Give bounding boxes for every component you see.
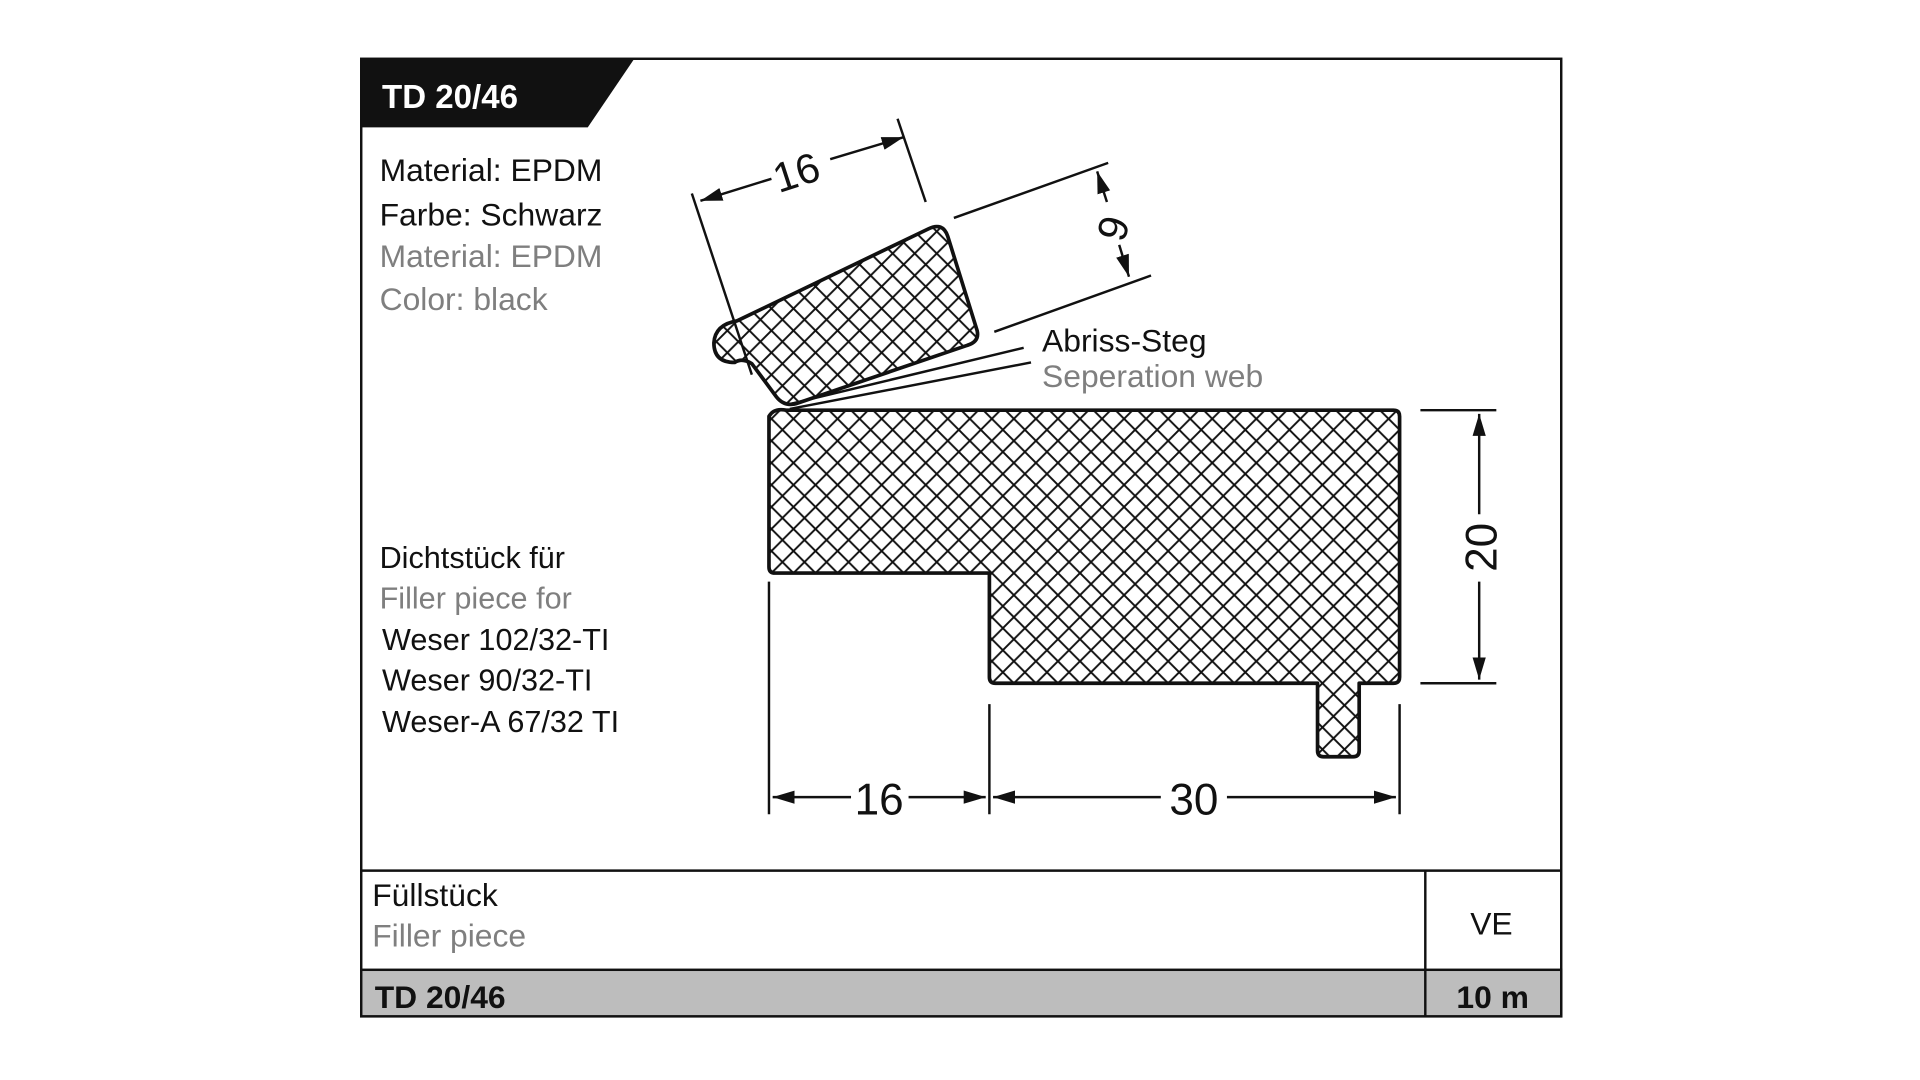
unit-header: VE [1470,905,1512,941]
extension-lines-right [1420,408,1497,685]
leader-line [789,346,1032,411]
extension-lines-6 [953,161,1152,333]
title-tab [361,58,635,128]
profile-upper-flap [712,224,980,407]
unit-value: 10 m [1456,979,1529,1015]
label-en: Seperation web [1042,358,1263,394]
title: TD 20/46 [382,79,518,116]
model-1: Weser 102/32-TI [382,623,609,657]
model-3: Weser-A 67/32 TI [382,705,619,739]
extension-lines-bottom [767,581,1401,815]
dim-line-top-width [700,177,772,202]
model-2: Weser 90/32-TI [382,664,592,698]
extension-lines [690,118,927,376]
label-de: Abriss-Steg [1042,322,1207,358]
dim-height: 20 [1457,523,1506,572]
product-name-de: Füllstück [372,877,498,913]
product-name-en: Filler piece [372,918,526,954]
material-de: Material: EPDM [380,152,603,188]
usage-heading-de: Dichtstück für [380,541,565,575]
dim-line-6a [1095,171,1111,203]
dim-line-6b [1116,244,1131,278]
article-number: TD 20/46 [375,979,506,1015]
dim-bottom-left: 16 [855,775,904,824]
dim-bottom-right: 30 [1169,775,1218,824]
color-de: Farbe: Schwarz [380,196,603,232]
usage-heading-en: Filler piece for [380,582,572,616]
color-en: Color: black [380,281,548,317]
dim-line-top-width-2 [829,135,905,161]
material-en: Material: EPDM [380,238,603,274]
footer-row [360,968,1563,1018]
profile-main-body [767,407,1402,759]
